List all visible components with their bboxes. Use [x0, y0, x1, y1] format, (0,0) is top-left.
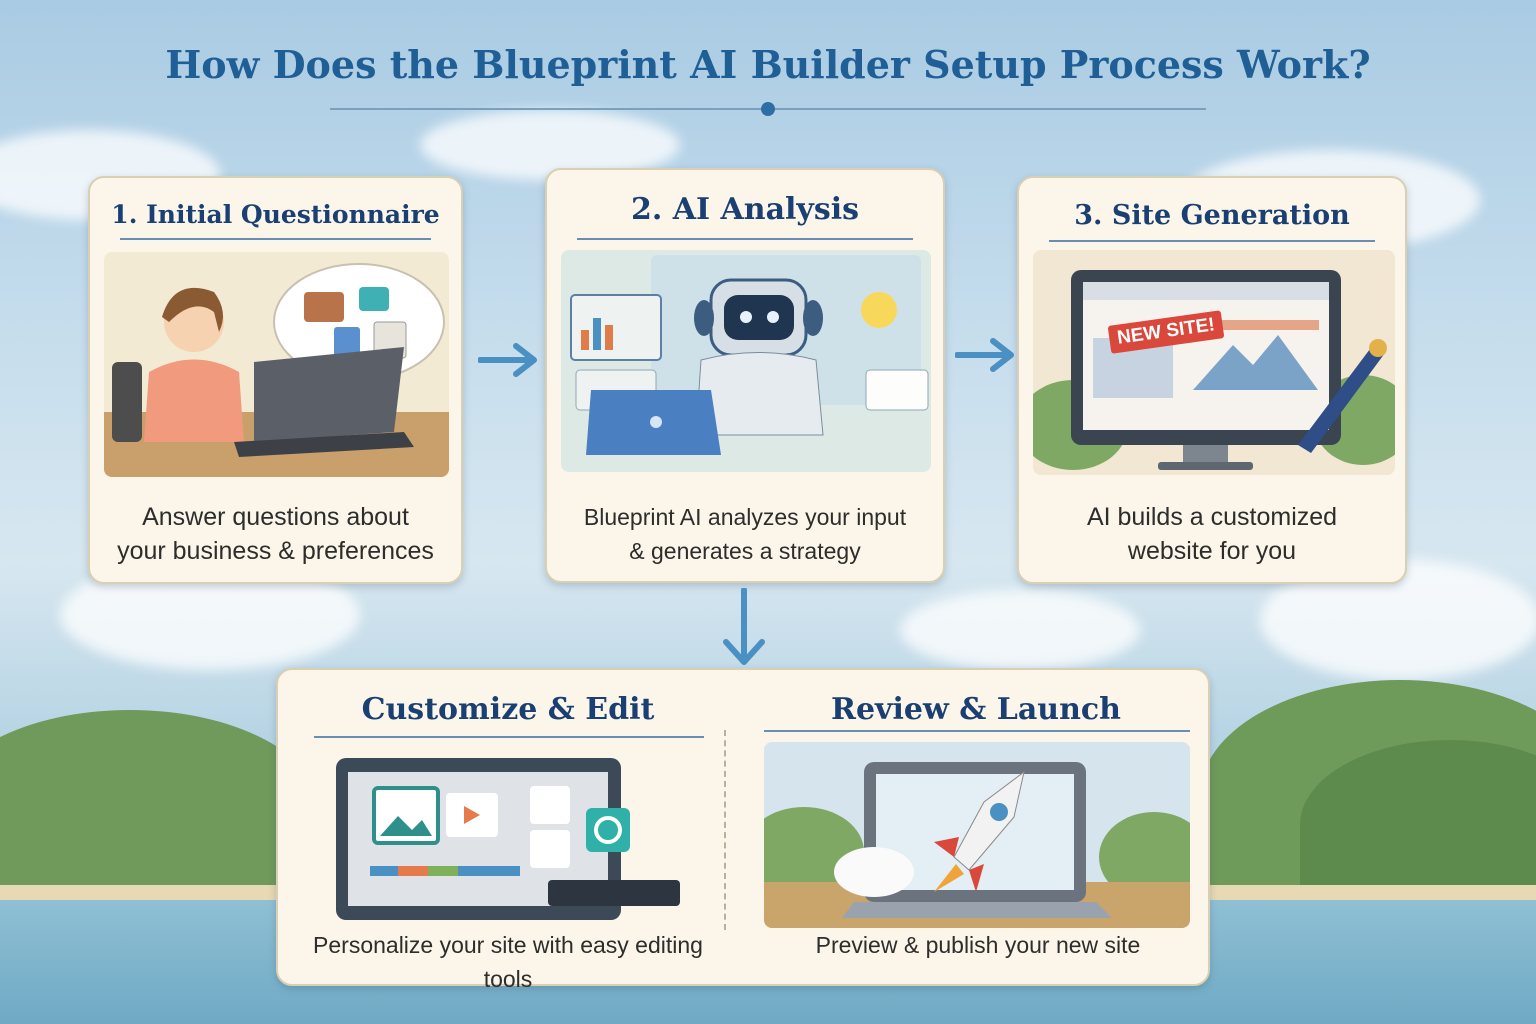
title-dot	[761, 102, 775, 116]
arrow-right-icon	[955, 338, 1014, 372]
step-title: 1. Initial Questionnaire	[111, 200, 440, 229]
section-title-rule	[314, 736, 704, 738]
monitor-new-site-illustration: NEW SITE!	[1033, 250, 1395, 475]
step-card-site-generation: 3. Site Generation NEW SITE! AI builds a…	[1017, 176, 1407, 584]
section-description: Preview & publish your new site	[815, 932, 1141, 958]
step-title: 2. AI Analysis	[630, 192, 860, 227]
step-title-rule	[120, 238, 431, 240]
arrow-right-icon	[478, 343, 537, 377]
step-title: 3. Site Generation	[1074, 200, 1350, 231]
robot-laptop-illustration	[561, 250, 931, 472]
step-description: Answer questions about your business & p…	[117, 503, 434, 565]
step-description: Blueprint AI analyzes your input & gener…	[583, 504, 907, 564]
woman-laptop-illustration	[104, 252, 449, 477]
step-description: AI builds a customized website for you	[1086, 503, 1338, 565]
section-title-rule	[764, 730, 1190, 732]
section-description: Personalize your site with easy editing …	[313, 932, 703, 992]
step-title-rule	[1049, 240, 1375, 242]
step-card-ai-analysis: 2. AI Analysis Blueprint AI analyzes you…	[545, 168, 945, 583]
panel-divider	[724, 730, 726, 930]
step-card-questionnaire: 1. Initial Questionnaire Answer question…	[88, 176, 463, 584]
bottom-panel: Customize & Edit Personalize you	[276, 668, 1210, 992]
editing-tools-illustration	[318, 748, 690, 928]
page-title: How Does the Blueprint AI Builder Setup …	[165, 42, 1371, 87]
arrow-down-icon	[723, 588, 765, 665]
step-title-rule	[577, 238, 913, 240]
section-title: Customize & Edit	[361, 692, 655, 727]
section-title: Review & Launch	[831, 692, 1121, 727]
rocket-launch-illustration	[764, 742, 1190, 928]
